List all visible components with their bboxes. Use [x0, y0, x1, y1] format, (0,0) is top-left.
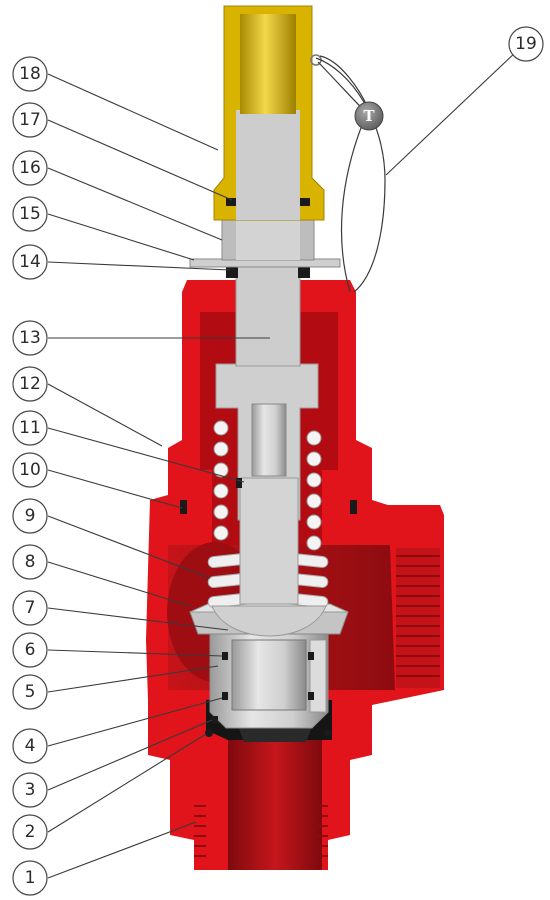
callout-12: 12	[12, 366, 48, 402]
callout-5: 5	[12, 674, 48, 710]
callout-9: 9	[12, 498, 48, 534]
stem-seal-right	[298, 266, 310, 278]
callout-15: 15	[12, 196, 48, 232]
callout-18-label: 18	[19, 64, 41, 84]
callout-6: 6	[12, 632, 48, 668]
body-seal-left	[180, 500, 187, 514]
callout-1-label: 1	[25, 868, 36, 888]
callout-10-label: 10	[19, 460, 41, 480]
guide-assembly	[209, 631, 329, 729]
callout-16: 16	[12, 150, 48, 186]
callout-3-label: 3	[25, 780, 36, 800]
seal-tag-disc	[354, 101, 384, 131]
guide-seal-1	[222, 652, 228, 660]
callout-2: 2	[12, 814, 48, 850]
callout-7-label: 7	[25, 598, 36, 618]
cap-seal-left	[226, 198, 236, 206]
callout-2-label: 2	[25, 822, 36, 842]
callout-4-label: 4	[25, 736, 36, 756]
guide-seal-5	[212, 716, 218, 723]
callout-13-label: 13	[19, 328, 41, 348]
callout-8: 8	[12, 544, 48, 580]
callout-18: 18	[12, 56, 48, 92]
seat-o-ring-right	[324, 729, 332, 737]
cap-bore	[240, 14, 296, 114]
seal-tag-label: T	[363, 107, 375, 125]
seat-o-ring-left	[205, 729, 213, 737]
guide-seal-3	[308, 652, 314, 660]
callout-10: 10	[12, 452, 48, 488]
callout-11-label: 11	[19, 418, 41, 438]
stem-lower	[239, 477, 299, 605]
inlet-bore	[228, 740, 322, 870]
guide-insert-right	[309, 639, 327, 713]
callout-16-label: 16	[19, 158, 41, 178]
leader-lines	[47, 49, 519, 879]
top-assembly	[189, 5, 341, 278]
callout-17-label: 17	[19, 110, 41, 130]
inlet-thread	[194, 805, 328, 857]
seal-tag: T	[354, 101, 384, 131]
seal-wire	[315, 55, 386, 293]
guide-seal-6	[236, 478, 242, 488]
callout-7: 7	[12, 590, 48, 626]
cap-seal-right	[300, 198, 310, 206]
callout-5-label: 5	[25, 682, 36, 702]
callout-1: 1	[12, 860, 48, 896]
callout-14: 14	[12, 244, 48, 280]
callout-3: 3	[12, 772, 48, 808]
stem-seal-left	[226, 266, 238, 278]
callout-9-label: 9	[25, 506, 36, 526]
guide-seal-2	[222, 692, 228, 700]
callout-6-label: 6	[25, 640, 36, 660]
body-seal-right	[350, 500, 357, 514]
callout-12-label: 12	[19, 374, 41, 394]
cap-inner	[236, 110, 300, 220]
disc-bore	[231, 639, 307, 711]
callout-17: 17	[12, 102, 48, 138]
callout-13: 13	[12, 320, 48, 356]
callout-8-label: 8	[25, 552, 36, 572]
callout-19: 19	[508, 26, 544, 62]
callout-11: 11	[12, 410, 48, 446]
callout-15-label: 15	[19, 204, 41, 224]
guide-seal-4	[308, 692, 314, 700]
lock-nut-bore	[236, 220, 300, 260]
outlet-thread	[396, 548, 440, 688]
callout-19-label: 19	[515, 34, 537, 54]
callouts: 18 17 16 15 14 13 12 11 10 9 8 7 6 5 4 3…	[12, 26, 544, 896]
callout-4: 4	[12, 728, 48, 764]
spring-guide-window	[251, 403, 287, 477]
stem-head	[211, 605, 327, 637]
callout-14-label: 14	[19, 252, 41, 272]
